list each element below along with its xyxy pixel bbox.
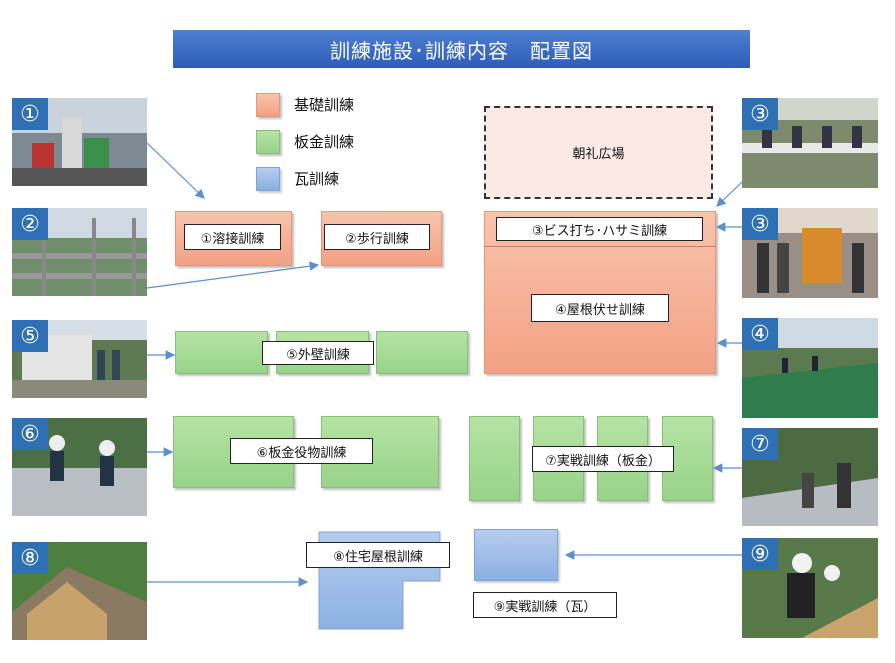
area-divider [484, 246, 716, 247]
photo-badge: ② [12, 208, 48, 240]
practical-sheet-label: ⑦実戦訓練（板金） [532, 446, 674, 472]
photo-walking: ② [12, 208, 147, 296]
wall-area-1 [175, 331, 268, 374]
photo-house-roof: ⑧ [12, 542, 147, 640]
legend-swatch-tile [256, 167, 280, 191]
photo-badge: ⑦ [742, 428, 778, 460]
practical-sheet-area-1 [469, 416, 520, 501]
photo-parts: ⑥ [12, 418, 147, 516]
photo-badge: ① [12, 98, 48, 130]
photo-practical-tile: ⑨ [742, 538, 878, 638]
photo-badge: ④ [742, 318, 778, 350]
assembly-square-label: 朝礼広場 [572, 147, 625, 162]
practical-tile-area [474, 529, 558, 581]
arrow-walking [146, 261, 320, 289]
photo-screw-2: ③ [742, 208, 878, 298]
legend-label-basic: 基礎訓練 [294, 96, 355, 114]
legend-label-sheetmetal: 板金訓練 [294, 133, 355, 151]
photo-badge: ⑧ [12, 542, 48, 574]
legend-label-tile: 瓦訓練 [294, 170, 340, 188]
walking-label: ②歩行訓練 [324, 224, 430, 250]
practical-tile-label: ⑨実戦訓練（瓦） [473, 592, 617, 618]
photo-screw-1: ③ [742, 98, 878, 188]
photo-badge: ③ [742, 208, 778, 240]
welding-label: ①溶接訓練 [184, 224, 281, 250]
roofing-label: ④屋根伏せ訓練 [531, 294, 669, 322]
arrow-welding [146, 142, 205, 199]
photo-badge: ⑨ [742, 538, 778, 570]
screw-label: ③ビス打ち･ハサミ訓練 [496, 217, 703, 241]
parts-label: ⑥板金役物訓練 [230, 438, 373, 464]
legend-swatch-basic [256, 93, 280, 117]
photo-roofing: ④ [742, 318, 878, 418]
photo-practical-sheet: ⑦ [742, 428, 878, 526]
photo-wall: ⑤ [12, 320, 147, 398]
wall-label: ⑤外壁訓練 [262, 341, 374, 365]
arrow-screw-1 [716, 181, 743, 207]
photo-badge: ⑥ [12, 418, 48, 450]
assembly-square: 朝礼広場 [484, 106, 713, 199]
photo-welding: ① [12, 98, 147, 186]
photo-badge: ③ [742, 98, 778, 130]
legend-swatch-sheetmetal [256, 130, 280, 154]
page-title: 訓練施設･訓練内容 配置図 [173, 30, 750, 68]
house-roof-label: ⑧住宅屋根訓練 [306, 542, 450, 568]
photo-badge: ⑤ [12, 320, 48, 352]
wall-area-3 [376, 331, 468, 374]
